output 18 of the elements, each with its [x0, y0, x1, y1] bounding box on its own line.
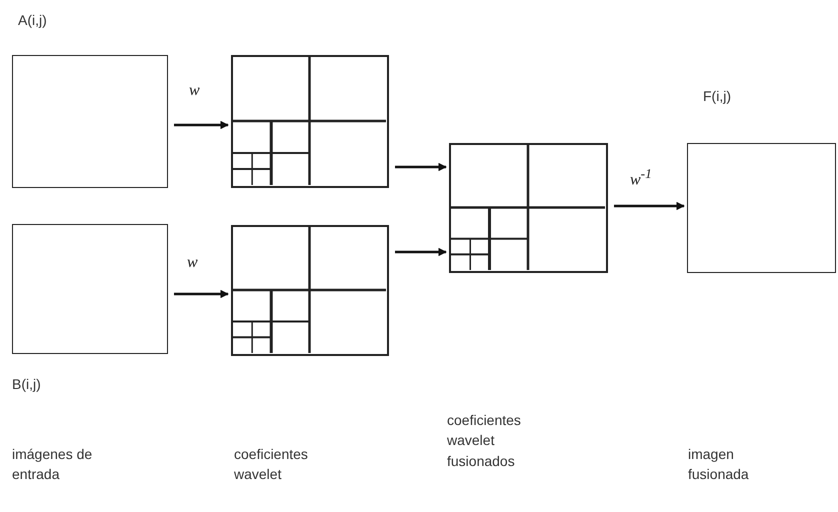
arrow: [174, 290, 229, 298]
text-label: imágenes de entrada: [12, 445, 94, 484]
arrow: [614, 202, 685, 210]
image-frame: [12, 224, 168, 354]
image-frame: [687, 143, 836, 273]
text-label: F(i,j): [703, 87, 731, 106]
wavelet-coefficient-grid: [231, 225, 389, 356]
text-label: B(i,j): [12, 375, 41, 394]
arrow: [174, 120, 229, 130]
arrow: [395, 162, 447, 172]
text-label: A(i,j): [18, 11, 47, 30]
text-label: coeficientes wavelet fusionados: [447, 411, 522, 471]
wavelet-coefficient-grid: [231, 55, 389, 188]
image-frame: [12, 55, 168, 188]
text-label: imagen fusionada: [688, 445, 750, 484]
arrow: [395, 248, 447, 256]
text-label: coeficientes wavelet: [234, 445, 309, 484]
wavelet-coefficient-grid: [449, 143, 608, 273]
